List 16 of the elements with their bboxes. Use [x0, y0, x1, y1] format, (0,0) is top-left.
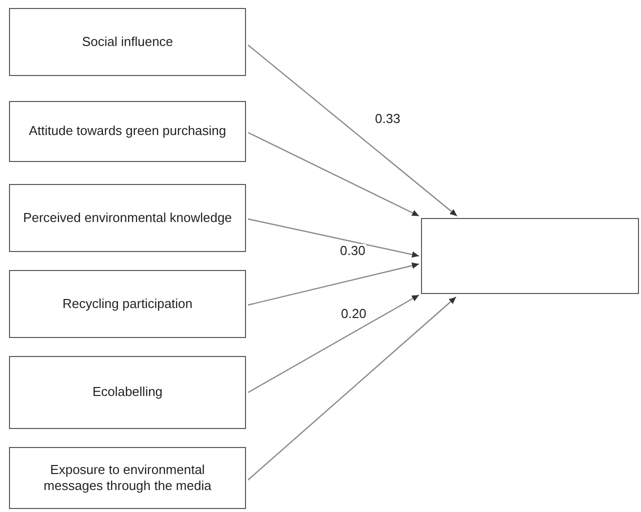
variable-box: Perceived environmental knowledge	[9, 184, 246, 252]
edge-label: 0.30	[339, 244, 366, 257]
arrow	[248, 132, 420, 217]
variable-box: Recycling participation	[9, 270, 246, 338]
arrow	[248, 294, 420, 394]
edge-label: 0.33	[374, 112, 402, 125]
arrow	[248, 296, 456, 480]
arrow	[248, 262, 420, 306]
arrow	[248, 44, 458, 216]
variable-box: Ecolabelling	[9, 356, 246, 429]
arrow	[248, 218, 420, 258]
edge-label: 0.20	[340, 307, 368, 320]
variable-box: Exposure to environmental messages through the media	[9, 447, 246, 509]
variable-box: Social influence	[9, 8, 246, 76]
outcome-box	[421, 218, 639, 294]
variable-box: Attitude towards green purchasing	[9, 101, 246, 162]
